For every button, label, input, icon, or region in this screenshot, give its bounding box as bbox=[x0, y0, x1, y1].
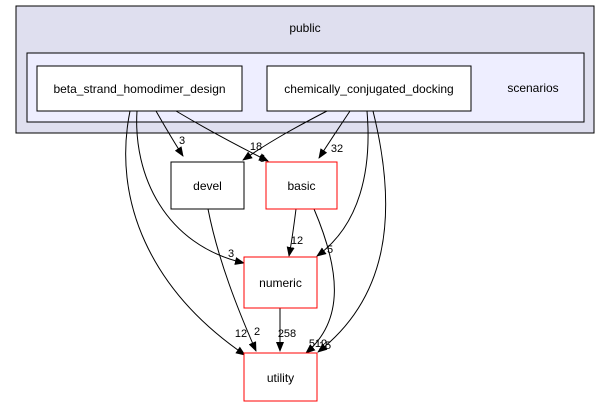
edge-label-chem-basic: 32 bbox=[331, 143, 343, 155]
edge-chem-numeric[interactable] bbox=[316, 110, 369, 257]
edge-label-chem-utility: 15 bbox=[319, 340, 331, 352]
cluster-scenarios-label: scenarios bbox=[507, 81, 558, 95]
edge-label-numeric-utility: 258 bbox=[278, 328, 296, 340]
edge-label-beta-numeric: 3 bbox=[228, 248, 234, 260]
node-chemically-conjugated-docking[interactable]: chemically_conjugated_docking bbox=[266, 65, 472, 112]
edge-basic-numeric[interactable] bbox=[286, 208, 297, 257]
node-utility[interactable]: utility bbox=[243, 352, 318, 402]
edge-labels: 3 18 3 12 6 32 5 15 2 12 512 258 bbox=[179, 135, 343, 352]
edge-beta-utility[interactable] bbox=[125, 110, 246, 356]
node-chem-label: chemically_conjugated_docking bbox=[284, 82, 453, 96]
node-beta-strand-homodimer-design[interactable]: beta_strand_homodimer_design bbox=[36, 65, 243, 112]
edge-label-chem-devel: 6 bbox=[259, 153, 265, 165]
edge-beta-devel[interactable] bbox=[155, 110, 184, 157]
edge-label-beta-devel: 3 bbox=[179, 135, 185, 147]
edge-devel-utility[interactable] bbox=[207, 208, 257, 352]
edge-chem-utility[interactable] bbox=[317, 110, 387, 353]
node-basic-label: basic bbox=[287, 179, 315, 193]
node-basic[interactable]: basic bbox=[265, 161, 338, 210]
edge-label-devel-utility: 2 bbox=[254, 326, 260, 338]
edge-label-basic-utility: 512 bbox=[309, 338, 327, 350]
node-utility-label: utility bbox=[267, 371, 294, 385]
cluster-public-label: public bbox=[289, 21, 320, 35]
edge-beta-basic[interactable] bbox=[175, 110, 269, 162]
node-numeric-label: numeric bbox=[259, 276, 302, 290]
edge-basic-utility[interactable] bbox=[305, 208, 335, 354]
node-devel-label: devel bbox=[193, 179, 222, 193]
edge-label-beta-utility: 12 bbox=[235, 328, 247, 340]
node-beta-label: beta_strand_homodimer_design bbox=[53, 82, 225, 96]
edge-label-chem-numeric: 5 bbox=[327, 244, 333, 256]
edge-chem-devel[interactable] bbox=[242, 110, 328, 161]
edge-beta-numeric[interactable] bbox=[136, 110, 245, 265]
edge-label-basic-numeric: 12 bbox=[291, 235, 303, 247]
edges bbox=[125, 110, 387, 356]
node-numeric[interactable]: numeric bbox=[243, 256, 318, 309]
edge-label-beta-basic: 18 bbox=[250, 141, 262, 153]
node-devel[interactable]: devel bbox=[170, 161, 245, 210]
edge-chem-basic[interactable] bbox=[318, 110, 351, 159]
